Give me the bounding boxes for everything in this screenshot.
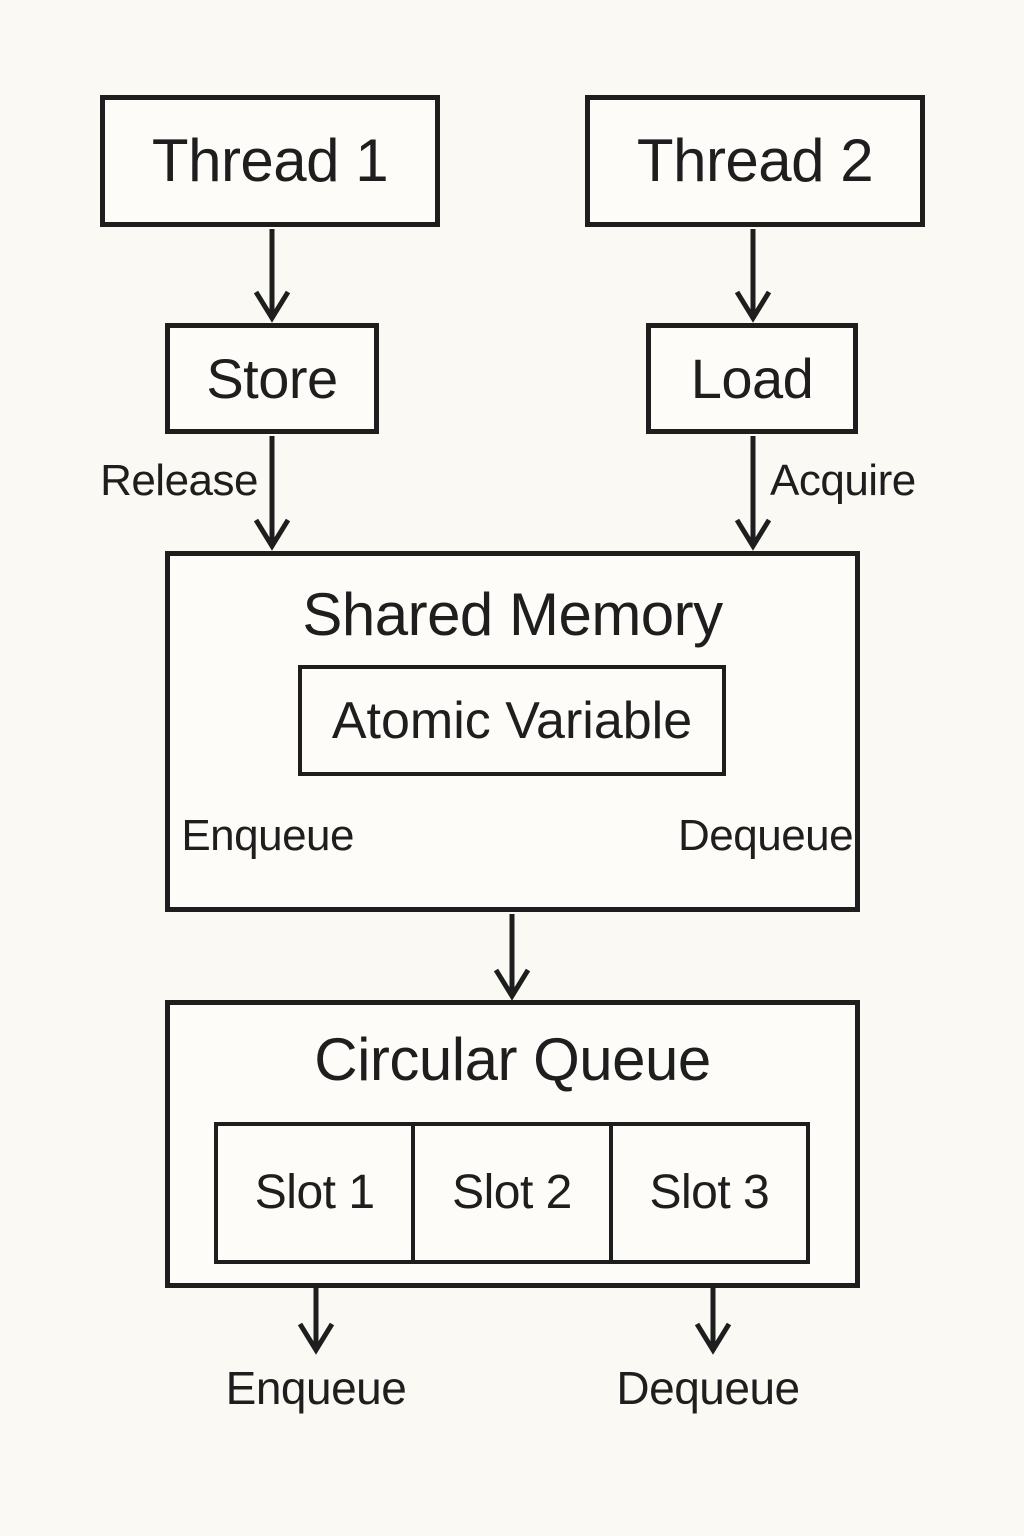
- store-node: Store: [165, 323, 379, 434]
- thread1-node: Thread 1: [100, 95, 440, 227]
- thread2-label: Thread 2: [636, 127, 874, 194]
- load-node: Load: [646, 323, 858, 434]
- circular-queue-title: Circular Queue: [314, 1026, 711, 1093]
- enqueue-out-label: Enqueue: [225, 1362, 407, 1414]
- acquire-label: Acquire: [770, 456, 916, 505]
- arrow-store-to-shared-memory: [253, 436, 291, 551]
- slot-strip: Slot 1 Slot 2 Slot 3: [214, 1122, 810, 1264]
- slot-3-label: Slot 3: [649, 1166, 770, 1219]
- slot-2-label: Slot 2: [452, 1166, 572, 1219]
- arrow-load-to-shared-memory: [734, 436, 772, 551]
- arrow-shared-memory-to-circular-queue: [493, 914, 531, 1001]
- store-label: Store: [206, 346, 338, 410]
- release-label: Release: [100, 456, 258, 505]
- load-label: Load: [690, 346, 814, 410]
- shared-memory-title: Shared Memory: [302, 581, 723, 648]
- enqueue-inner-label: Enqueue: [181, 811, 354, 860]
- slot-1: Slot 1: [218, 1126, 411, 1260]
- atomic-variable-node: Atomic Variable: [298, 665, 726, 776]
- atomic-variable-label: Atomic Variable: [331, 691, 693, 750]
- arrow-thread2-to-load: [734, 229, 772, 323]
- slot-2: Slot 2: [411, 1126, 608, 1260]
- dequeue-inner-label: Dequeue: [678, 811, 854, 860]
- dequeue-out-label: Dequeue: [616, 1362, 800, 1414]
- thread2-node: Thread 2: [585, 95, 925, 227]
- arrow-thread1-to-store: [253, 229, 291, 323]
- thread1-label: Thread 1: [151, 127, 389, 194]
- slot-3: Slot 3: [608, 1126, 806, 1260]
- slot-1-label: Slot 1: [254, 1166, 375, 1219]
